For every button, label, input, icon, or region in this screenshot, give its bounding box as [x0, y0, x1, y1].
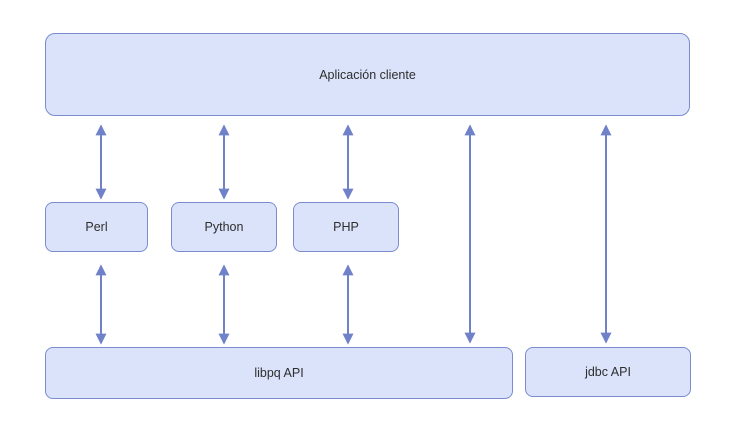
- node-aplicacion-cliente-label: Aplicación cliente: [319, 67, 416, 82]
- node-perl-label: Perl: [85, 220, 108, 234]
- node-jdbc-api-label: jdbc API: [585, 365, 631, 379]
- node-python: Python: [171, 202, 277, 252]
- node-perl: Perl: [45, 202, 148, 252]
- node-libpq-api-label: libpq API: [254, 366, 304, 380]
- node-libpq-api: libpq API: [45, 347, 513, 399]
- node-php-label: PHP: [333, 220, 359, 234]
- node-php: PHP: [293, 202, 399, 252]
- node-python-label: Python: [204, 220, 244, 234]
- node-aplicacion-cliente: Aplicación cliente: [45, 33, 690, 116]
- node-jdbc-api: jdbc API: [525, 347, 691, 397]
